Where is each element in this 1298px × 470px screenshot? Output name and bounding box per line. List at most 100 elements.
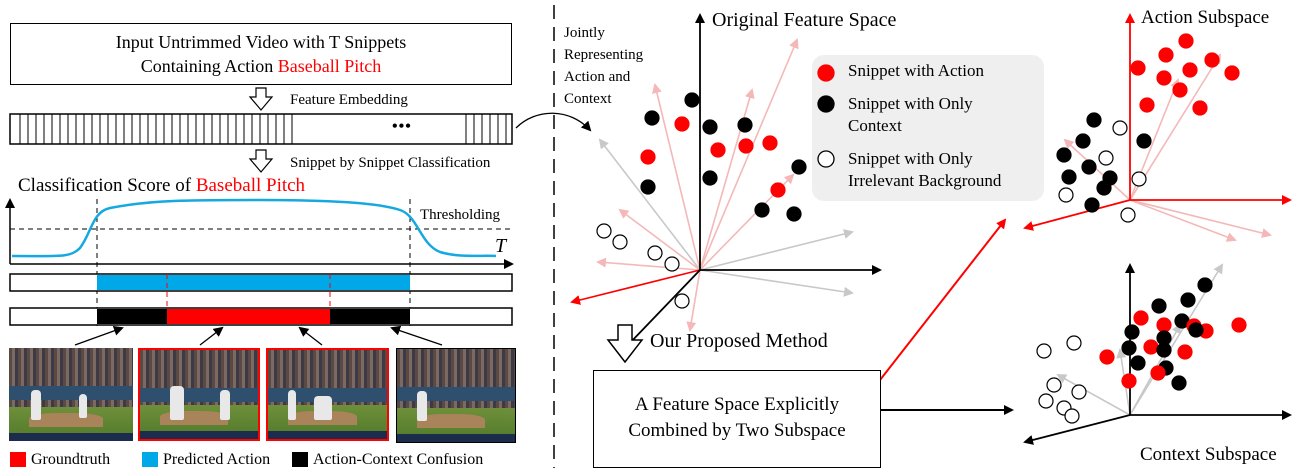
background-snippet-point (1098, 150, 1114, 166)
context-snippet-point (1156, 342, 1172, 358)
feature-vector (699, 38, 799, 271)
snippet-legend-panel (812, 55, 1044, 201)
feature-vector (699, 269, 854, 297)
score-title-prefix: Classification Score of (18, 175, 196, 196)
background-snippet-point (1058, 187, 1074, 203)
context-snippet-point (737, 117, 753, 133)
action-snippet-point (1099, 349, 1115, 365)
legend-swatch-predicted (142, 452, 158, 467)
context-snippet-point (702, 170, 718, 186)
legend-context-line-2: Context (848, 116, 902, 135)
feature-vector (686, 269, 701, 332)
hollow-arrow-2 (248, 149, 274, 173)
feature-vector (1129, 199, 1272, 238)
input-box-line2-prefix: Containing Action (140, 56, 278, 76)
legend-context-label: Snippet with Only Context (848, 93, 973, 137)
video-frame-1 (9, 348, 133, 441)
legend-context-line-1: Snippet with Only (848, 94, 973, 113)
feature-embedding-label: Feature Embedding (290, 92, 408, 108)
frame-arrows (74, 325, 443, 346)
legend-swatch-confusion (292, 452, 308, 467)
context-snippet-point (1151, 298, 1167, 314)
background-snippet-point (1120, 207, 1136, 223)
context-snippet-point (1197, 277, 1213, 293)
legend-background-label: Snippet with Only Irrelevant Background (848, 148, 1001, 192)
score-plot (4, 198, 514, 326)
jointly-representing-text: Jointly Representing Action and Context (564, 22, 643, 110)
to-action-subspace-arrow (879, 218, 1007, 381)
action-snippet-point (1156, 70, 1172, 86)
feature-vector (1063, 138, 1131, 201)
action-snippet-point (1204, 52, 1220, 68)
thresholding-label: Thresholding (420, 207, 500, 223)
context-snippet-point (1081, 159, 1097, 175)
background-snippet-point (1131, 171, 1147, 187)
context-snippet-point (1136, 133, 1152, 149)
background-snippet-point (1064, 408, 1080, 424)
context-snippet-point (1180, 292, 1196, 308)
context-snippet-point (1061, 169, 1077, 185)
score-title-action: Baseball Pitch (195, 175, 306, 196)
action-snippet-point (674, 116, 690, 132)
context-snippet-point (1124, 324, 1140, 340)
jointly-line-1: Jointly (564, 25, 605, 41)
score-title: Classification Score of Baseball Pitch (18, 175, 306, 197)
action-snippet-point (1143, 339, 1159, 355)
groundtruth-bar (9, 307, 513, 326)
feature-vector (652, 83, 701, 271)
jointly-line-4: Context (564, 91, 612, 107)
background-snippet-point (1112, 120, 1128, 136)
action-snippet-point (710, 142, 726, 158)
context-snippet-point (644, 110, 660, 126)
action-snippet-point (1121, 373, 1137, 389)
background-snippet-point (596, 223, 612, 239)
background-snippet-point (612, 234, 628, 250)
legend-marker-1 (817, 95, 835, 113)
context-snippet-point (684, 92, 700, 108)
orig-axis-z (626, 269, 701, 347)
action-snippet-point (770, 182, 786, 198)
legend-marker-2 (817, 150, 835, 168)
feature-vector (618, 208, 701, 271)
action-axis-z (1023, 199, 1131, 231)
context-subspace (1023, 263, 1292, 445)
context-snippet-point (754, 202, 770, 218)
legend-label-groundtruth: Groundtruth (31, 451, 111, 468)
action-snippet-point (1192, 100, 1208, 116)
legend-marker-0 (817, 64, 835, 82)
original-feature-space (570, 13, 882, 347)
action-snippet-point (738, 138, 754, 154)
context-snippet-point (1121, 340, 1137, 356)
snippet-feature-strip (9, 113, 513, 145)
background-snippet-point (1046, 377, 1062, 393)
action-snippet-point (1178, 33, 1194, 49)
video-frame-3 (266, 348, 389, 441)
background-snippet-point (1071, 384, 1087, 400)
input-box-line1: Input Untrimmed Video with T Snippets (115, 32, 407, 52)
video-frame-4 (396, 348, 516, 443)
context-snippet-point (1096, 180, 1112, 196)
action-snippet-point (1130, 60, 1146, 76)
input-box-action-name: Baseball Pitch (277, 56, 382, 76)
context-axis-z (1023, 414, 1131, 445)
legend-label-predicted: Predicted Action (163, 451, 271, 468)
action-snippet-point (640, 149, 656, 165)
feature-vector (596, 257, 701, 271)
hollow-arrow-1 (248, 87, 274, 111)
background-snippet-point (647, 245, 663, 261)
classification-score-curve (11, 198, 497, 258)
context-snippet-point (1130, 355, 1146, 371)
background-snippet-point (1066, 335, 1082, 351)
background-snippet-point (1038, 393, 1054, 409)
action-snippet-point (1177, 344, 1193, 360)
legend-action-label: Snippet with Action (848, 61, 984, 80)
context-subspace-title: Context Subspace (1140, 444, 1277, 465)
action-subspace (1023, 13, 1292, 242)
action-snippet-point (1158, 47, 1174, 63)
context-snippet-point (1056, 147, 1072, 163)
action-snippet-point (1172, 82, 1188, 98)
predicted-action-bar (9, 273, 513, 292)
combined-box-line2: Combined by Two Subspace (628, 420, 846, 441)
feature-vector (570, 269, 701, 305)
